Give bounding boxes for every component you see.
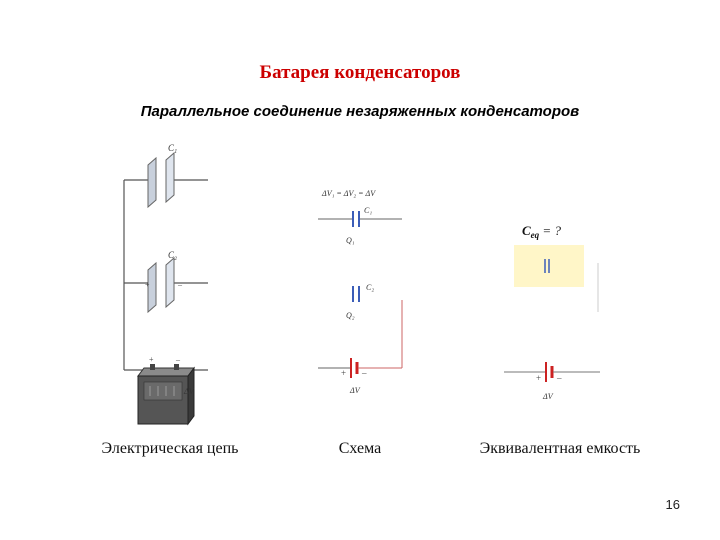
schematic-plus-sign: + [341,368,346,378]
physical-minus-sign: – [177,280,183,289]
battery-minus-sign: – [175,355,181,364]
physical-c2-label: C₂ [168,250,177,260]
physical-plus-sign: + [145,280,150,289]
battery-plus-sign: + [149,355,154,364]
ceq-label: Ceq = ? [522,223,561,240]
equivalent-delta-v-label: ΔV [542,392,554,401]
physical-battery [137,364,195,426]
schematic-delta-v-label: ΔV [349,386,361,395]
schematic-c1-label: C₁ [364,206,372,215]
schematic-minus-sign: – [361,368,367,378]
physical-capacitor-c1 [147,151,175,209]
ceq-main: C [522,223,531,238]
ceq-subscript: eq [531,230,540,240]
schematic-q1-label: Q₁ [346,236,355,245]
voltage-equality-label: ΔV₁ = ΔV₂ = ΔV [321,189,376,198]
slide-title: Батарея конденсаторов [259,62,461,83]
equivalent-minus-sign: – [556,373,562,383]
ceq-question: = ? [539,223,561,238]
caption-electric-circuit: Электрическая цепь [101,440,239,457]
physical-circuit: C₁ C₂ + – + – ΔV [123,143,208,426]
schematic-q2-label: Q₂ [346,311,355,320]
caption-scheme: Схема [338,440,382,457]
physical-capacitor-c2 [147,256,175,314]
schematic-c2-label: C₂ [366,283,374,292]
slide-subtitle: Параллельное соединение незаряженных кон… [140,103,580,120]
schematic-circuit: ΔV₁ = ΔV₂ = ΔV C₁ Q₁ C₂ Q₂ + – ΔV [318,189,403,395]
equivalent-plus-sign: + [536,373,541,383]
page-number: 16 [665,497,680,512]
physical-delta-v-label: ΔV [183,387,195,396]
equivalent-circuit: Ceq = ? + – ΔV [504,223,600,401]
caption-equivalent-capacitance: Эквивалентная емкость [479,440,641,457]
physical-c1-label: C₁ [168,143,177,153]
